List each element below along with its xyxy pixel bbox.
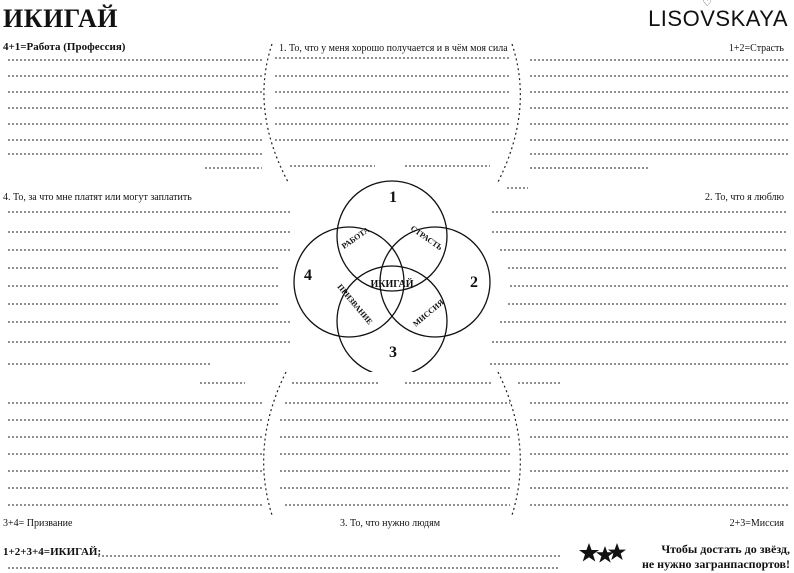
page-title: ИКИГАЙ: [3, 4, 119, 33]
footer-quote: Чтобы достать до звёзд, не нужно загранп…: [641, 542, 790, 571]
separator-curve: [263, 371, 287, 516]
question-1-label: 1. То, что у меня хорошо получается и в …: [279, 43, 508, 54]
curved-separators: [263, 43, 521, 516]
question-2-label: 2. То, что я люблю: [705, 192, 784, 203]
passion-label: 1+2=Страсть: [728, 43, 784, 54]
work-label: 4+1=Работа (Профессия): [3, 41, 126, 53]
question-4-label: 4. То, за что мне платят или могут запла…: [3, 192, 192, 203]
circle-1: [336, 180, 448, 292]
circle-number-4: 4: [304, 267, 312, 284]
separator-curve: [497, 43, 521, 183]
ikigai-sum-label: 1+2+3+4=ИКИГАЙ:: [3, 546, 102, 558]
circle-number-1: 1: [389, 189, 397, 206]
circle-2: [379, 226, 491, 338]
calling-label: 3+4= Призвание: [3, 518, 73, 529]
brand-logo: LISO♡VSKAYA: [648, 0, 788, 31]
circle-number-3: 3: [389, 344, 397, 361]
circle-number-2: 2: [470, 274, 478, 291]
circle-3: [336, 265, 448, 372]
overlap-mission-label: МИССИЯ: [411, 297, 446, 328]
overlap-calling-label: ПРИЗВАНИЕ: [335, 282, 374, 326]
stars-icon: [579, 543, 626, 563]
question-3-label: 3. То, что нужно людям: [340, 518, 441, 529]
heart-icon: ♡V: [700, 0, 716, 31]
mission-label: 2+3=Миссия: [729, 518, 784, 529]
circle-4: [293, 226, 405, 338]
separator-curve: [497, 371, 521, 516]
ikigai-venn-diagram: 1 2 3 4 ИКИГАЙ РАБОТА СТРАСТЬ ПРИЗВАНИЕ …: [293, 180, 491, 372]
overlap-work-label: РАБОТА: [340, 225, 371, 251]
separator-curve: [263, 43, 289, 183]
center-ikigai-label: ИКИГАЙ: [370, 278, 413, 290]
